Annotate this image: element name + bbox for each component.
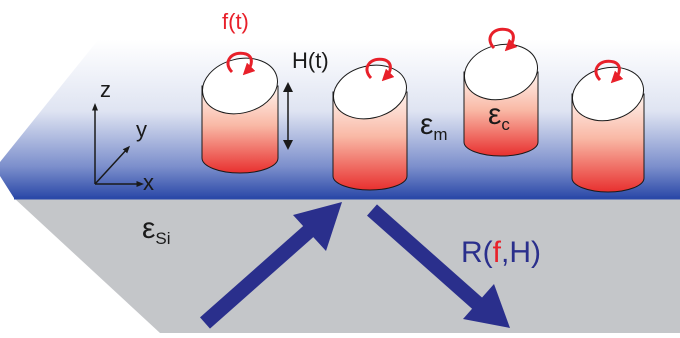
medium-permittivity-label: εm (420, 108, 448, 144)
rotation-arrow-icon (365, 57, 395, 82)
substrate-permittivity-label: εSi (142, 212, 171, 248)
reflectance-label: R(f,H) (461, 236, 541, 269)
nanocylinder (571, 66, 645, 193)
nanocylinder (463, 43, 539, 157)
rotation-arrow-icon (488, 27, 518, 52)
rotation-label: f(t) (222, 9, 249, 34)
axes-triad (92, 103, 144, 187)
rotation-arrow-icon (226, 51, 256, 76)
axis-label-x: x (143, 170, 154, 195)
nanocylinder (201, 57, 279, 174)
substrate-layer (14, 198, 680, 333)
rotation-arrow-icon (594, 59, 624, 84)
axis-label-y: y (136, 117, 147, 142)
height-arrow-icon (283, 82, 293, 150)
cylinder-permittivity-label: εc (488, 98, 510, 134)
incident-beam-arrow (200, 202, 342, 329)
axis-label-z: z (100, 77, 111, 102)
height-label: H(t) (292, 48, 329, 73)
reflected-beam-arrow (367, 204, 510, 328)
